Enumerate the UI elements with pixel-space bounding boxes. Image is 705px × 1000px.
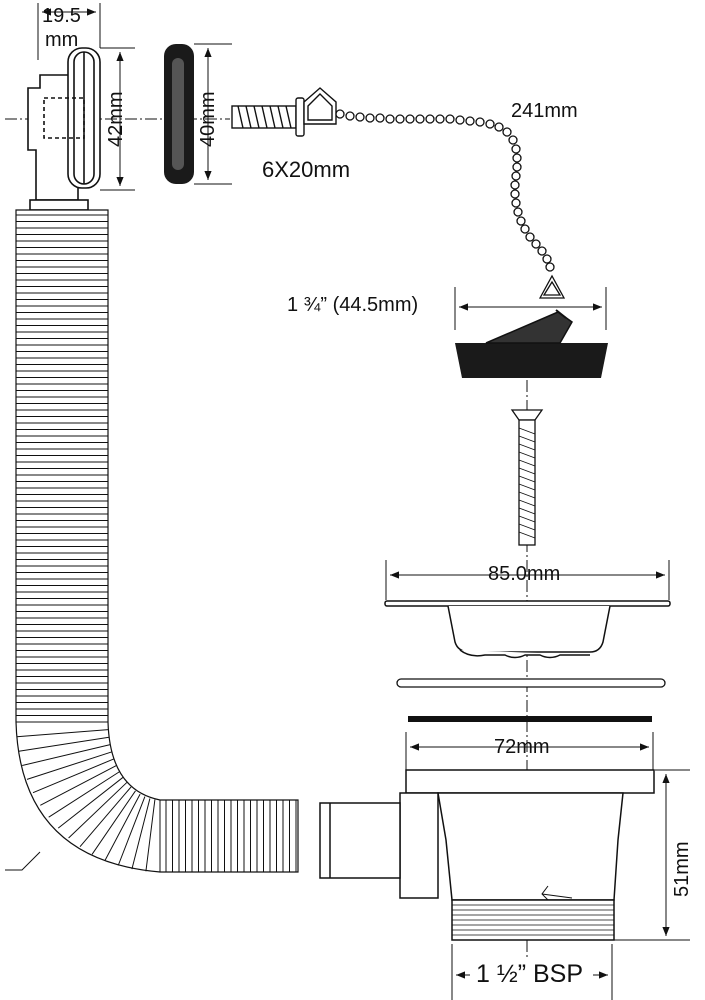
long-screw	[510, 409, 544, 546]
rubber-plug	[454, 287, 608, 378]
plug-diameter-label: 1 ¾” (44.5mm)	[287, 294, 419, 316]
strainer-body	[319, 732, 690, 1000]
chain	[335, 109, 566, 299]
overflow-depth-label-top: 19.5	[42, 5, 81, 27]
rubber-gasket	[164, 43, 232, 185]
thread-size-label: 1 ½” BSP	[476, 960, 583, 988]
body-height-label: 51mm	[671, 841, 693, 897]
overflow-dimensions	[37, 3, 135, 191]
overflow-head	[27, 47, 101, 211]
hose-ribs	[16, 214, 297, 872]
overflow-hose	[5, 209, 299, 873]
gasket-height-label: 40mm	[197, 91, 219, 147]
washers	[396, 678, 666, 722]
flange-diameter-label: 85.0mm	[488, 563, 561, 585]
chain-length-label: 241mm	[511, 100, 578, 122]
body-diameter-label: 72mm	[494, 736, 550, 758]
screw-size-label: 6X20mm	[262, 157, 351, 182]
overflow-depth-label-bottom: mm	[45, 29, 79, 51]
chain-screw	[231, 87, 337, 137]
overflow-height-label: 42mm	[105, 91, 127, 147]
flange	[384, 560, 671, 659]
